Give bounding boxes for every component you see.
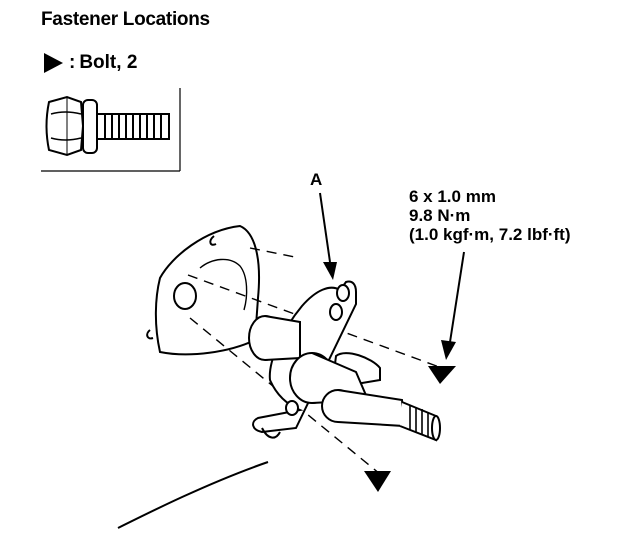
bracket-plate — [146, 224, 261, 356]
torque-spec-leader — [441, 251, 465, 360]
spec-torque-nm: 9.8 N·m — [409, 206, 471, 225]
wire-harness — [117, 461, 269, 529]
page-title: Fastener Locations — [41, 9, 210, 30]
mount-body — [248, 315, 301, 361]
spec-torque-alt: (1.0 kgf·m, 7.2 lbf·ft) — [409, 225, 571, 244]
spec-bolt-size: 6 x 1.0 mm — [409, 187, 496, 206]
bolt-location-marker-1 — [428, 366, 456, 384]
callout-a-leader — [319, 192, 337, 280]
pivot-shaft — [289, 352, 441, 442]
legend-colon: : — [69, 52, 76, 73]
bolt-illustration — [41, 88, 181, 172]
triangle-right-icon — [44, 53, 63, 73]
callout-a-label: A — [310, 170, 323, 189]
legend-label: Bolt, 2 — [79, 52, 138, 73]
fastener-legend: : Bolt, 2 — [41, 50, 137, 76]
torque-spec: 6 x 1.0 mm 9.8 N·m (1.0 kgf·m, 7.2 lbf·f… — [409, 187, 571, 244]
bolt-location-marker-2 — [364, 471, 391, 492]
